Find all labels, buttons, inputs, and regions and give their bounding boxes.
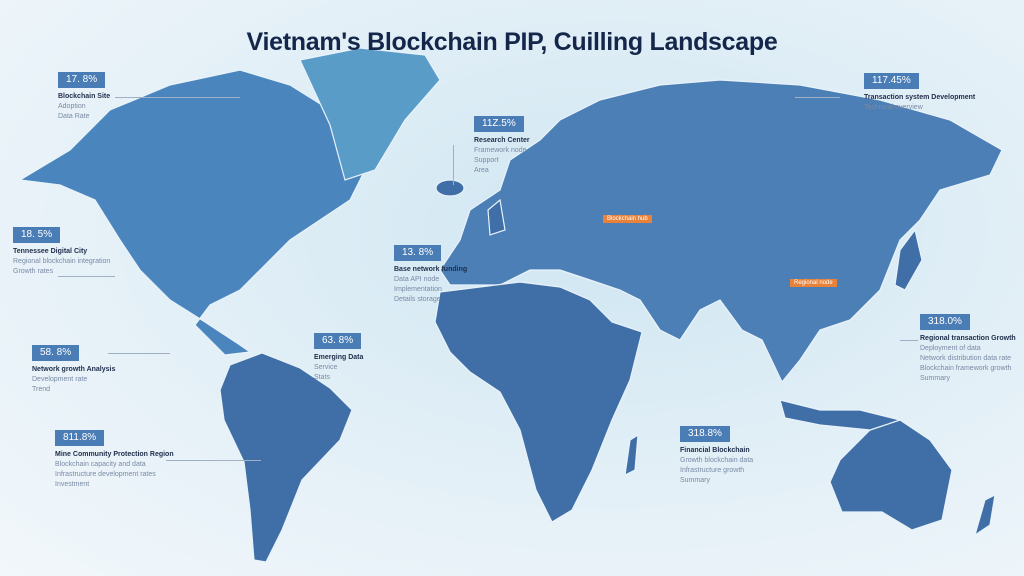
south-america bbox=[219, 352, 353, 563]
callout-north-america: 17. 8% Blockchain Site Adoption Data Rat… bbox=[58, 72, 110, 122]
greenland bbox=[299, 47, 441, 181]
callout-text: Stats bbox=[314, 374, 330, 381]
callout-text: Blockchain framework growth bbox=[920, 365, 1012, 372]
callout-europe: 13. 8% Base network funding Data API nod… bbox=[394, 245, 467, 305]
callout-text: Growth rates bbox=[13, 268, 54, 275]
callout-text: Framework node bbox=[474, 147, 527, 154]
callout-text: Tennessee Digital City bbox=[13, 248, 88, 255]
callout-text: Service bbox=[314, 364, 338, 371]
map-tag: Regional node bbox=[790, 279, 837, 287]
stat-badge: 117.45% bbox=[864, 73, 919, 89]
stat-badge: 318.8% bbox=[680, 426, 730, 442]
stat-badge: 318.0% bbox=[920, 314, 970, 330]
stat-badge: 58. 8% bbox=[32, 345, 80, 361]
callout-text: Emerging Data bbox=[314, 354, 364, 361]
callout-text: Infrastructure development rates bbox=[55, 471, 156, 478]
callout-text: Financial Blockchain bbox=[680, 447, 750, 454]
callout-north-atlantic: 11Z.5% Research Center Framework node Su… bbox=[474, 116, 530, 176]
leader-line bbox=[108, 353, 170, 354]
eurasia bbox=[439, 79, 1003, 384]
callout-text: Implementation bbox=[394, 286, 442, 293]
callout-text: Investment bbox=[55, 481, 90, 488]
callout-text: Support bbox=[474, 157, 499, 164]
iceland bbox=[435, 179, 465, 197]
callout-central-america: 58. 8% Network growth Analysis Developme… bbox=[32, 345, 115, 395]
callout-indian-ocean: 318.8% Financial Blockchain Growth block… bbox=[680, 426, 753, 486]
callout-text: Base network funding bbox=[394, 266, 468, 273]
callout-text: Blockchain Site bbox=[58, 93, 111, 100]
callout-text: Adoption bbox=[58, 103, 86, 110]
callout-text: Development rate bbox=[32, 376, 88, 383]
callout-text: Deployment of data bbox=[920, 345, 981, 352]
leader-line bbox=[900, 340, 918, 341]
callout-text: Blockchain capacity and data bbox=[55, 461, 146, 468]
stat-badge: 18. 5% bbox=[13, 227, 61, 243]
callout-south-america: 811.8% Mine Community Protection Region … bbox=[55, 430, 174, 490]
callout-text: Research Center bbox=[474, 137, 530, 144]
madagascar bbox=[624, 433, 639, 477]
callout-text: Network growth Analysis bbox=[32, 366, 116, 373]
new-zealand bbox=[973, 493, 996, 537]
callout-text: Area bbox=[474, 167, 489, 174]
leader-line bbox=[115, 97, 240, 98]
callout-russia: 117.45% Transaction system Development T… bbox=[864, 73, 975, 113]
australia bbox=[829, 419, 953, 531]
callout-text: Data API node bbox=[394, 276, 440, 283]
leader-line bbox=[453, 145, 454, 185]
callout-text: Trend bbox=[32, 386, 51, 393]
callout-text: Summary bbox=[680, 477, 710, 484]
stat-badge: 13. 8% bbox=[394, 245, 442, 261]
callout-text: Data Rate bbox=[58, 113, 90, 120]
callout-text: Infrastructure growth bbox=[680, 467, 745, 474]
callout-text: Regional transaction Growth bbox=[920, 335, 1016, 342]
indonesia bbox=[779, 399, 903, 431]
uk bbox=[487, 198, 506, 236]
stat-badge: 11Z.5% bbox=[474, 116, 524, 132]
callout-caribbean: 63. 8% Emerging Data Service Stats bbox=[314, 333, 363, 383]
stat-badge: 63. 8% bbox=[314, 333, 362, 349]
callout-text: Growth blockchain data bbox=[680, 457, 754, 464]
africa bbox=[434, 281, 643, 523]
callout-text: Mine Community Protection Region bbox=[55, 451, 174, 458]
callout-text: Technical overview bbox=[864, 104, 923, 111]
callout-text: Regional blockchain integration bbox=[13, 258, 111, 265]
leader-line bbox=[166, 460, 261, 461]
leader-line bbox=[795, 97, 840, 98]
north-america bbox=[18, 69, 371, 356]
stat-badge: 811.8% bbox=[55, 430, 105, 446]
page-title: Vietnam's Blockchain PIP, Cuilling Lands… bbox=[246, 28, 778, 56]
callout-alaska: 18. 5% Tennessee Digital City Regional b… bbox=[13, 227, 110, 277]
callout-text: Transaction system Development bbox=[864, 94, 976, 101]
leader-line bbox=[58, 276, 115, 277]
callout-text: Details storage bbox=[394, 296, 441, 303]
japan bbox=[894, 228, 923, 291]
callout-text: Network distribution data rate bbox=[920, 355, 1012, 362]
callout-east-asia: 318.0% Regional transaction Growth Deplo… bbox=[920, 314, 1016, 384]
callout-text: Summary bbox=[920, 375, 950, 382]
stat-badge: 17. 8% bbox=[58, 72, 106, 88]
map-tag: Blockchain hub bbox=[603, 215, 652, 223]
